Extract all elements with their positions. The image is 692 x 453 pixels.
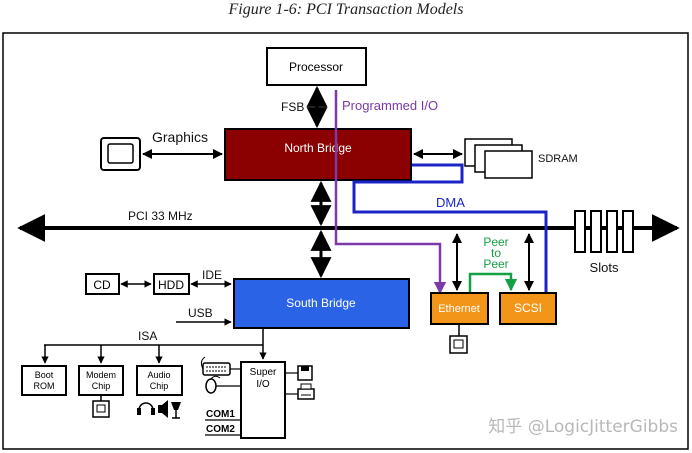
hdd-label: HDD	[158, 278, 184, 292]
monitor-icon	[100, 137, 141, 171]
ethernet-box	[430, 292, 489, 325]
boot-rom-label-1: Boot	[35, 370, 54, 380]
south-bridge-box	[233, 278, 410, 329]
dma-label: DMA	[436, 195, 465, 210]
pci-bus-label: PCI 33 MHz	[128, 209, 193, 223]
audio-chip-box	[136, 365, 183, 396]
ide-label: IDE	[202, 268, 222, 282]
peer-label-2: to	[491, 246, 501, 260]
watermark: 知乎 @LogicJitterGibbs	[488, 417, 678, 437]
floppy-disk-icon	[297, 365, 313, 381]
peer-to-peer-path	[468, 272, 518, 292]
mouse-icon	[205, 375, 221, 394]
keyboard-icon	[202, 362, 231, 376]
isa-label: ISA	[138, 329, 157, 343]
slots-label: Slots	[590, 260, 619, 275]
peer-label-1: Peer	[483, 235, 508, 249]
graphics-label: Graphics	[152, 129, 208, 145]
programmed-io-label: Programmed I/O	[342, 98, 438, 113]
ethernet-label: Ethernet	[438, 303, 480, 315]
hdd-box	[153, 273, 190, 295]
modem-chip-label-1: Modem	[86, 370, 116, 380]
modem-chip-label-2: Chip	[92, 381, 111, 391]
peer-label-3: Peer	[483, 257, 508, 271]
modem-jack-icon	[92, 400, 110, 418]
ethernet-jack-icon	[449, 335, 468, 354]
printer-icon	[297, 383, 315, 400]
super-io-box	[240, 361, 286, 439]
modem-chip-box	[78, 365, 124, 396]
super-io-label-1: Super	[250, 367, 277, 378]
boot-rom-label-2: ROM	[34, 381, 55, 391]
dma-path	[352, 163, 548, 293]
figure-title: Figure 1-6: PCI Transaction Models	[228, 1, 464, 18]
audio-chip-label-1: Audio	[147, 370, 170, 380]
sdram-modules	[464, 138, 533, 179]
keyboard-cable	[200, 356, 206, 370]
com1-label: COM1	[206, 409, 235, 420]
processor-box	[266, 47, 367, 86]
headphones-icon	[137, 402, 155, 415]
scsi-box	[499, 292, 557, 325]
cd-label: CD	[93, 278, 111, 292]
microphone-icon	[171, 402, 181, 419]
processor-label: Processor	[289, 60, 343, 74]
sdram-label: SDRAM	[538, 153, 578, 165]
fsb-label: FSB	[281, 100, 304, 114]
north-bridge-label: North Bridge	[284, 141, 352, 155]
com2-label: COM2	[206, 424, 235, 435]
super-io-label-2: I/O	[256, 379, 270, 390]
speaker-icon	[158, 400, 168, 418]
programmed-io-path	[334, 90, 447, 295]
cd-box	[85, 273, 120, 295]
figure-frame	[2, 32, 689, 450]
pci-slots	[574, 210, 634, 253]
audio-chip-label-2: Chip	[150, 381, 169, 391]
boot-rom-box	[21, 365, 67, 396]
usb-label: USB	[188, 306, 213, 320]
scsi-label: SCSI	[514, 301, 542, 315]
north-bridge-box	[224, 128, 412, 181]
south-bridge-label: South Bridge	[286, 296, 356, 310]
